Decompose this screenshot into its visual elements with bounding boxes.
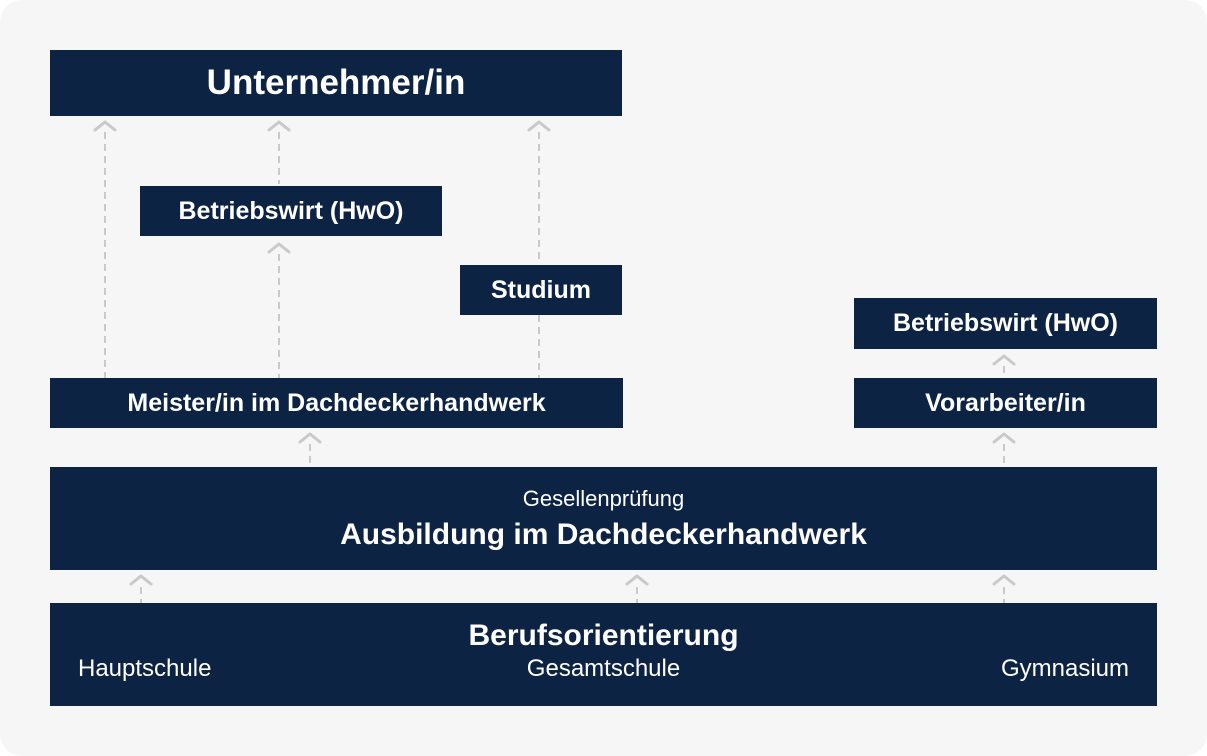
betriebswirt-right-box: Betriebswirt (HwO) <box>854 298 1157 349</box>
school-hauptschule: Hauptschule <box>78 655 212 682</box>
arrow-up-icon <box>267 120 291 132</box>
arrow-up-icon <box>992 574 1016 586</box>
arrow-up-icon <box>992 432 1016 444</box>
ausbildung-label: Ausbildung im Dachdeckerhandwerk <box>340 517 867 551</box>
arrow-up-icon <box>527 120 551 132</box>
arrow-up-icon <box>298 432 322 444</box>
studium-label: Studium <box>491 275 591 304</box>
gesellenpruefung-label: Gesellenprüfung <box>522 485 685 511</box>
vorarbeiter-label: Vorarbeiter/in <box>925 388 1086 417</box>
unternehmer-label: Unternehmer/in <box>206 63 466 102</box>
berufsorientierung-label: Berufsorientierung <box>468 619 739 652</box>
betriebswirt-right-label: Betriebswirt (HwO) <box>892 309 1119 337</box>
vorarbeiter-box: Vorarbeiter/in <box>854 378 1157 428</box>
arrow-up-icon <box>93 120 117 132</box>
school-gesamtschule: Gesamtschule <box>526 655 681 682</box>
meister-box: Meister/in im Dachdeckerhandwerk <box>50 378 623 428</box>
meister-label: Meister/in im Dachdeckerhandwerk <box>127 388 546 417</box>
arrow-up-icon <box>129 574 153 586</box>
unternehmer-box: Unternehmer/in <box>50 50 622 116</box>
betriebswirt-left-box: Betriebswirt (HwO) <box>140 186 442 236</box>
berufsorientierung-box: Berufsorientierung Hauptschule Gesamtsch… <box>50 603 1157 706</box>
betriebswirt-left-label: Betriebswirt (HwO) <box>178 196 404 225</box>
arrow-up-icon <box>267 242 291 254</box>
studium-box: Studium <box>460 265 622 315</box>
ausbildung-box: Gesellenprüfung Ausbildung im Dachdecker… <box>50 467 1157 570</box>
arrow-up-icon <box>992 354 1016 366</box>
arrow-up-icon <box>625 574 649 586</box>
school-gymnasium: Gymnasium <box>1000 655 1129 682</box>
